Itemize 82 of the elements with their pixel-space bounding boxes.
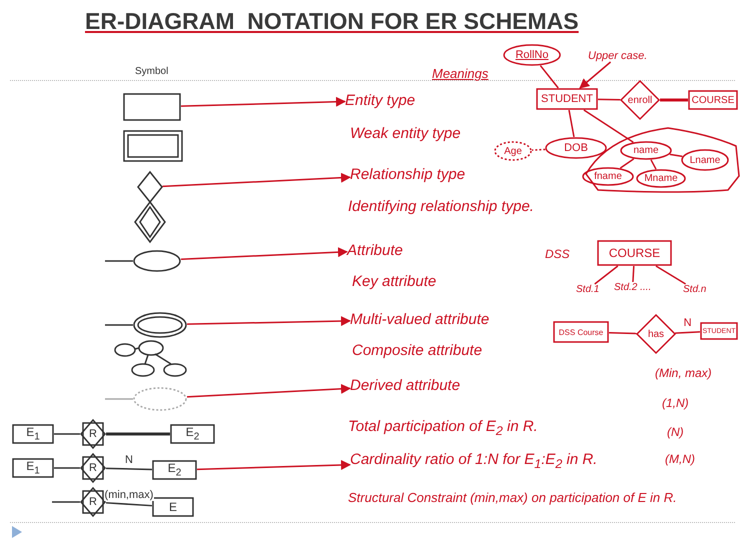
identifying-relationship-diamond [134,201,166,243]
connector-line [106,468,152,470]
connector-line [632,266,635,282]
annotation: (M,N) [665,452,695,466]
connector-line [675,331,700,334]
weak-entity-box [123,130,183,162]
relationship-diamond: R [80,487,106,517]
relationship-diamond: R [80,419,106,449]
instance-label: Std.1 [576,284,600,295]
attribute-ellipse: DOB [545,137,607,159]
meaning-text: Structural Constraint (min,max) on participation of E in R. [348,490,677,505]
entity-box: COURSE [688,90,738,110]
instance-label: Std.n [683,284,706,295]
entity-box: STUDENT [536,88,598,110]
relationship-diamond [137,171,163,203]
connector-line [568,110,575,138]
annotation: Upper case. [588,50,648,62]
connector-line [540,65,559,88]
connector-line [54,467,80,469]
attribute-ellipse: fname [582,167,634,186]
key-attribute-ellipse: RollNo [503,44,561,66]
connector-line [594,265,618,285]
meaning-text: Derived attribute [350,377,460,394]
multivalued-attribute-ellipse [105,312,187,338]
annotation: (1,N) [662,396,689,410]
connector-line [54,433,80,435]
meaning-text: Cardinality ratio of 1:N for E$_{1}$:E$_{2}$ in R. [350,451,598,471]
column-heading: Symbol [135,66,168,77]
attribute-ellipse: Lname [681,149,729,171]
title: ER-DIAGRAM NOTATION FOR ER SCHEMAS [85,8,579,35]
connector-line [106,502,152,506]
derived-attribute-ellipse [105,387,187,411]
relationship-diamond: R [80,453,106,483]
arrow [186,316,351,326]
entity-box: E [152,497,194,517]
connector-line [660,98,688,102]
connector-line [106,432,170,436]
meaning-text: Identifying relationship type. [348,198,534,215]
derived-attribute-ellipse: Age [494,141,532,161]
connector-line [532,148,546,151]
entity-box: E$_{1}$ [12,424,54,444]
relationship-diamond: enroll [620,80,660,120]
connector-line [656,265,686,285]
edge-label: N [124,454,134,466]
meaning-text: Key attribute [352,273,436,290]
column-heading: Meanings [432,66,488,81]
arrow [186,384,351,398]
connector-line [52,501,80,503]
annotation: (N) [667,425,684,439]
annotation: DSS [545,247,570,261]
meaning-text: Composite attribute [352,342,482,359]
arrow [180,247,348,260]
arrow [162,172,351,188]
edge-label: (min,max) [104,489,154,502]
entity-box: COURSE [597,240,672,266]
attribute-ellipse: name [620,141,672,160]
entity-box: E$_{2}$ [170,424,215,444]
connector-line [670,154,682,158]
connector-line [608,332,637,334]
entity-box: DSS Course [553,321,609,343]
arrow [579,61,612,89]
meaning-text: Multi-valued attribute [350,311,490,328]
attribute-ellipse: Mname [636,169,686,188]
annotation: (Min, max) [655,366,712,380]
entity-box: E$_{2}$ [152,460,197,480]
instance-label: Std.2 .... [614,282,652,293]
attribute-ellipse [105,250,181,272]
connector-line [620,158,634,169]
connector-line [583,109,634,143]
entity-box [123,93,181,121]
arrow [196,460,351,470]
connector-line [598,98,620,100]
connector-line [650,159,657,170]
meaning-text: Entity type [345,92,416,109]
arrow [180,96,346,107]
relationship-diamond: has [636,314,676,354]
meaning-text: Weak entity type [350,125,461,142]
composite-attribute-drawing [113,340,189,378]
meaning-text: Attribute [347,242,403,259]
entity-box: E$_{1}$ [12,458,54,478]
meaning-text: Total participation of E$_{2}$ in R. [348,418,538,438]
meaning-text: Relationship type [350,166,466,183]
